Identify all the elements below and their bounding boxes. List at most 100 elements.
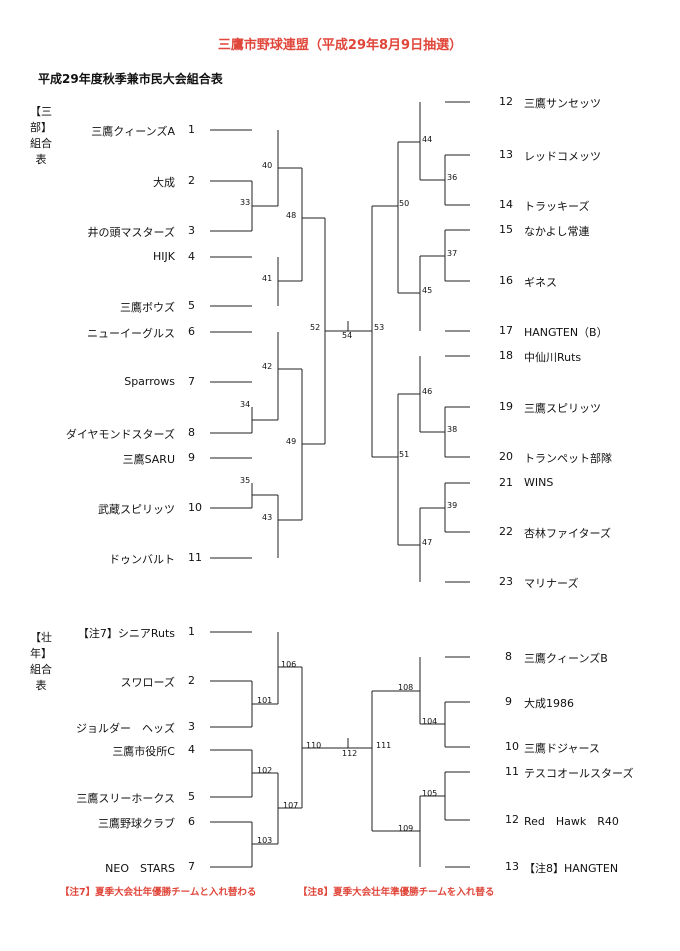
match-number: 103	[257, 836, 273, 845]
match-number: 39	[447, 501, 458, 510]
team-seed: 12	[499, 95, 513, 108]
team-seed: 9	[505, 695, 512, 708]
team-name: 三鷹市役所C	[112, 745, 175, 758]
match-number: 33	[240, 198, 251, 207]
team-seed: 7	[188, 860, 195, 873]
team-name: ジョルダー ヘッズ	[76, 722, 175, 735]
match-number: 38	[447, 425, 458, 434]
team-name: 武蔵スピリッツ	[98, 503, 175, 516]
match-number: 35	[240, 476, 251, 485]
team-seed: 21	[499, 476, 513, 489]
team-name: テスコオールスターズ	[524, 767, 634, 780]
team-name: 三鷹ドジャース	[524, 742, 600, 755]
team-seed: 1	[188, 123, 195, 136]
team-name: 井の頭マスターズ	[87, 226, 175, 239]
team-name: トランペット部隊	[524, 452, 612, 465]
team-seed: 4	[188, 250, 195, 263]
team-seed: 20	[499, 450, 513, 463]
match-number: 108	[398, 683, 414, 692]
team-seed: 3	[188, 720, 195, 733]
team-seed: 8	[505, 650, 512, 663]
match-number: 34	[240, 400, 251, 409]
team-name: なかよし常連	[524, 225, 590, 238]
team-name: スワローズ	[120, 676, 175, 689]
team-name: 三鷹クィーンズB	[524, 652, 608, 665]
team-name: 三鷹ボウズ	[120, 301, 175, 314]
match-number: 109	[398, 824, 414, 833]
team-seed: 5	[188, 790, 195, 803]
match-number: 43	[262, 513, 273, 522]
team-seed: 15	[499, 223, 513, 236]
team-seed: 8	[188, 426, 195, 439]
team-name: WINS	[524, 476, 554, 489]
match-number: 42	[262, 362, 273, 371]
team-name: ダイヤモンドスターズ	[65, 428, 175, 441]
team-seed: 17	[499, 324, 513, 337]
team-seed: 1	[188, 625, 195, 638]
division-label-senior: 【壮年】組合表	[30, 631, 52, 692]
team-name: 中仙川Ruts	[524, 351, 582, 364]
team-name: HIJK	[153, 250, 175, 263]
match-number: 48	[286, 211, 297, 220]
team-name: 杏林ファイターズ	[524, 527, 612, 540]
team-name: 三鷹スリーホークス	[76, 792, 175, 805]
match-number: 102	[257, 766, 273, 775]
team-seed: 2	[188, 174, 195, 187]
team-seed: 11	[505, 765, 519, 778]
team-name: 大成1986	[524, 697, 574, 710]
team-seed: 7	[188, 375, 195, 388]
team-seed: 9	[188, 451, 195, 464]
page-subtitle: 平成29年度秋季兼市民大会組合表	[38, 72, 223, 86]
match-number: 49	[286, 437, 297, 446]
match-number: 47	[422, 538, 433, 547]
team-seed: 18	[499, 349, 513, 362]
match-number: 107	[283, 801, 299, 810]
team-name: Sparrows	[124, 375, 175, 388]
team-name: 三鷹スピリッツ	[524, 402, 601, 415]
match-number: 44	[422, 135, 433, 144]
team-name: 三鷹野球クラブ	[98, 817, 175, 830]
match-number: 37	[447, 249, 458, 258]
team-seed: 2	[188, 674, 195, 687]
page-title: 三鷹市野球連盟（平成29年8月9日抽選）	[217, 38, 463, 53]
team-name: NEO STARS	[105, 862, 175, 875]
match-number: 36	[447, 173, 458, 182]
match-number: 111	[376, 741, 392, 750]
team-name: 三鷹SARU	[122, 453, 175, 466]
match-number: 45	[422, 286, 433, 295]
match-number: 50	[399, 199, 410, 208]
team-name: ドゥンバルト	[109, 553, 175, 566]
note-7: 【注7】夏季大会壮年優勝チームと入れ替わる	[60, 887, 257, 898]
match-number: 106	[281, 660, 297, 669]
team-seed: 16	[499, 274, 513, 287]
team-seed: 6	[188, 325, 195, 338]
team-seed: 12	[505, 813, 519, 826]
match-number: 104	[422, 717, 438, 726]
team-seed: 11	[188, 551, 202, 564]
division-label-3bu: 【三部】組合表	[30, 105, 52, 166]
team-seed: 23	[499, 575, 513, 588]
team-name: 三鷹クィーンズA	[91, 125, 175, 138]
team-name: ニューイーグルス	[87, 327, 175, 340]
team-name: HANGTEN（B）	[524, 326, 608, 339]
team-name: マリナーズ	[524, 577, 579, 590]
team-seed: 13	[499, 148, 513, 161]
team-name: 大成	[153, 176, 175, 189]
team-name: トラッキーズ	[524, 200, 590, 213]
team-name: ギネス	[524, 276, 557, 289]
team-name: レッドコメッツ	[524, 150, 601, 163]
team-seed: 14	[499, 198, 513, 211]
team-seed: 4	[188, 743, 195, 756]
team-name: 【注7】シニアRuts	[77, 627, 175, 640]
team-name: Red Hawk R40	[524, 815, 619, 828]
team-seed: 13	[505, 860, 519, 873]
match-number: 105	[422, 789, 438, 798]
team-seed: 3	[188, 224, 195, 237]
match-number: 101	[257, 696, 273, 705]
team-seed: 10	[188, 501, 202, 514]
team-seed: 10	[505, 740, 519, 753]
note-8: 【注8】夏季大会壮年準優勝チームを入れ替る	[298, 887, 495, 898]
match-number: 54	[342, 331, 353, 340]
team-seed: 6	[188, 815, 195, 828]
match-number: 46	[422, 387, 433, 396]
